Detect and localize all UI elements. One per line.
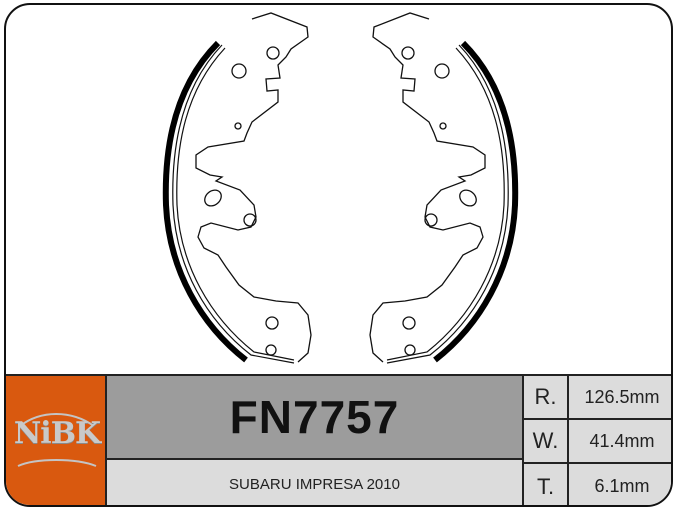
info-panel: NiBK FN7757 SUBARU IMPRESA 2010 R. 126.5… (6, 374, 671, 505)
spec-value: 6.1mm (594, 476, 650, 496)
brand-logo: NiBK (6, 376, 107, 505)
left-brake-shoe-icon (162, 12, 312, 364)
spec-value: 41.4mm (589, 430, 655, 451)
logo-arc-icon (17, 413, 97, 467)
vehicle-application: SUBARU IMPRESA 2010 (229, 476, 400, 493)
part-number: FN7757 (229, 391, 400, 443)
spec-row-radius: R. 126.5mm (524, 376, 671, 420)
product-card: NiBK FN7757 SUBARU IMPRESA 2010 R. 126.5… (4, 3, 673, 507)
vehicle-cell: SUBARU IMPRESA 2010 (107, 460, 524, 505)
right-brake-shoe-icon (369, 12, 519, 364)
spec-key: R. (524, 376, 569, 418)
spec-value: 126.5mm (584, 386, 660, 407)
spec-key: W. (524, 420, 569, 462)
part-number-cell: FN7757 (107, 376, 524, 460)
spec-row-thickness: T. 6.1mm (524, 464, 671, 505)
spec-row-width: W. 41.4mm (524, 420, 671, 464)
specs-table: R. 126.5mm W. 41.4mm T. 6.1mm (524, 376, 671, 505)
brake-shoe-drawing (6, 5, 671, 375)
spec-key: T. (524, 464, 569, 505)
logo-text: NiBK (13, 416, 101, 451)
